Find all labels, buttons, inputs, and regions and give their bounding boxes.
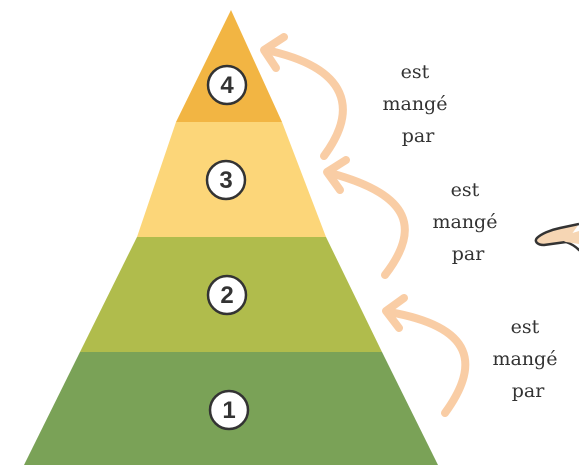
- arrow-label-top-line2: mangé: [382, 93, 447, 115]
- arrow-labels: est mangé par est mangé par est mangé pa…: [382, 61, 563, 402]
- level-badges: 1 2 3 4: [205, 64, 250, 431]
- arrow-label-bottom-line1: est: [511, 316, 540, 338]
- level-badge-1: 1: [208, 389, 250, 431]
- arrow-middle-head: [323, 156, 350, 194]
- level-number-2: 2: [220, 282, 233, 309]
- level-badge-2: 2: [206, 274, 248, 316]
- level-badge-circle-4: [206, 64, 248, 106]
- level-number-3: 3: [219, 167, 232, 194]
- arrow-label-top-line3: par: [402, 125, 435, 147]
- pointing-hand-finger: [534, 222, 579, 247]
- pointing-hand-palm: [562, 231, 579, 244]
- arrow-top-head: [260, 33, 288, 72]
- arrows: [260, 33, 470, 417]
- arrow-label-middle-line1: est: [451, 179, 480, 201]
- level-number-1: 1: [222, 397, 235, 424]
- arrow-label-middle: est mangé par: [432, 179, 503, 265]
- level-badge-circle-2: [206, 274, 248, 316]
- level-number-4: 4: [220, 72, 234, 99]
- arrow-top-curve: [262, 46, 347, 160]
- arrow-label-top-line1: est: [401, 61, 430, 83]
- arrow-label-bottom-line3: par: [512, 380, 545, 402]
- pointing-hand-icon: [534, 222, 579, 252]
- arrow-label-middle-line2: mangé: [432, 211, 497, 233]
- arrow-label-top: est mangé par: [382, 61, 453, 147]
- arrow-bottom-head: [382, 294, 408, 332]
- level-badge-3: 3: [205, 159, 247, 201]
- pointing-hand-knuckle: [564, 240, 579, 252]
- level-badge-circle-1: [208, 389, 250, 431]
- arrow-label-middle-line3: par: [452, 243, 485, 265]
- arrow-bottom: [382, 294, 470, 417]
- arrow-middle: [323, 156, 409, 279]
- arrow-middle-curve: [326, 169, 409, 279]
- arrow-bottom-curve: [385, 308, 470, 417]
- arrow-top: [260, 33, 347, 160]
- level-badge-4: 4: [206, 64, 248, 106]
- arrow-label-bottom-line2: mangé: [492, 348, 557, 370]
- level-badge-circle-3: [205, 159, 247, 201]
- arrow-label-bottom: est mangé par: [492, 316, 563, 402]
